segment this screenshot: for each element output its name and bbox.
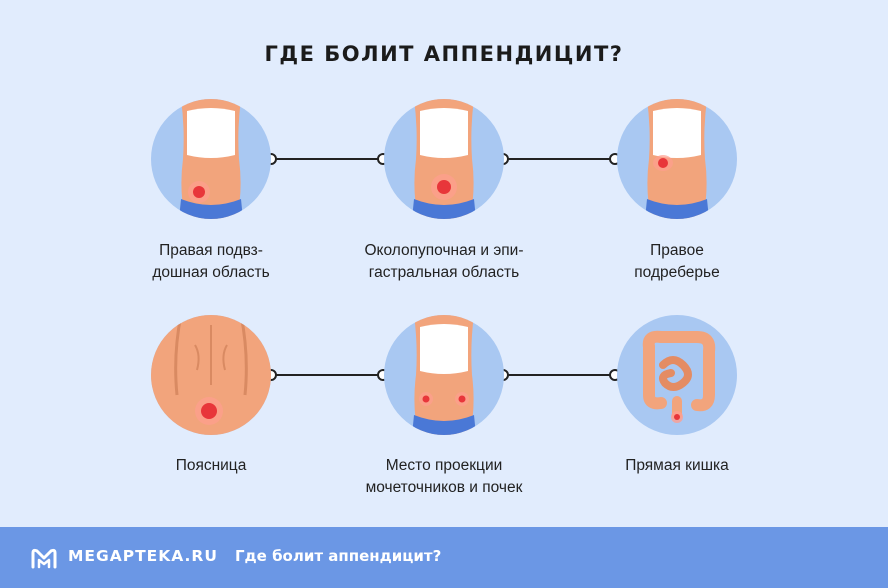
- caption-right-iliac: Правая подвз- дошная область: [101, 240, 321, 284]
- footer-caption: Где болит аппендицит?: [235, 547, 442, 565]
- torso-illustration-ureters: [384, 315, 504, 435]
- intestine-illustration-rectum: [617, 315, 737, 435]
- caption-umbilical: Околопупочная и эпи- гастральная область: [334, 240, 554, 284]
- megapteka-logo-icon: [30, 547, 58, 574]
- caption-line: Прямая кишка: [625, 457, 729, 474]
- caption-lumbar: Поясница: [101, 455, 321, 477]
- caption-rectum: Прямая кишка: [567, 455, 787, 477]
- caption-ureters: Место проекции мочеточников и почек: [334, 455, 554, 499]
- torso-illustration-umbilical: [384, 99, 504, 219]
- torso-illustration-hypochondrium: [617, 99, 737, 219]
- connector-line: [275, 374, 383, 376]
- caption-line: Поясница: [175, 457, 247, 474]
- connector-line: [507, 374, 615, 376]
- page-title: ГДЕ БОЛИТ АППЕНДИЦИТ?: [264, 42, 624, 66]
- back-illustration-lumbar: [151, 315, 271, 435]
- caption-hypochondrium: Правое подреберье: [567, 240, 787, 284]
- caption-line: Околопупочная и эпи- гастральная область: [364, 242, 524, 281]
- torso-illustration-right-iliac: [151, 99, 271, 219]
- connector-line: [507, 158, 615, 160]
- footer-bar: MEGAPTEKA.RU Где болит аппендицит?: [0, 527, 888, 588]
- caption-line: Правое подреберье: [634, 242, 720, 281]
- connector-line: [275, 158, 383, 160]
- caption-line: Место проекции мочеточников и почек: [365, 457, 523, 496]
- caption-line: Правая подвз- дошная область: [152, 242, 270, 281]
- brand-name[interactable]: MEGAPTEKA.RU: [68, 547, 218, 565]
